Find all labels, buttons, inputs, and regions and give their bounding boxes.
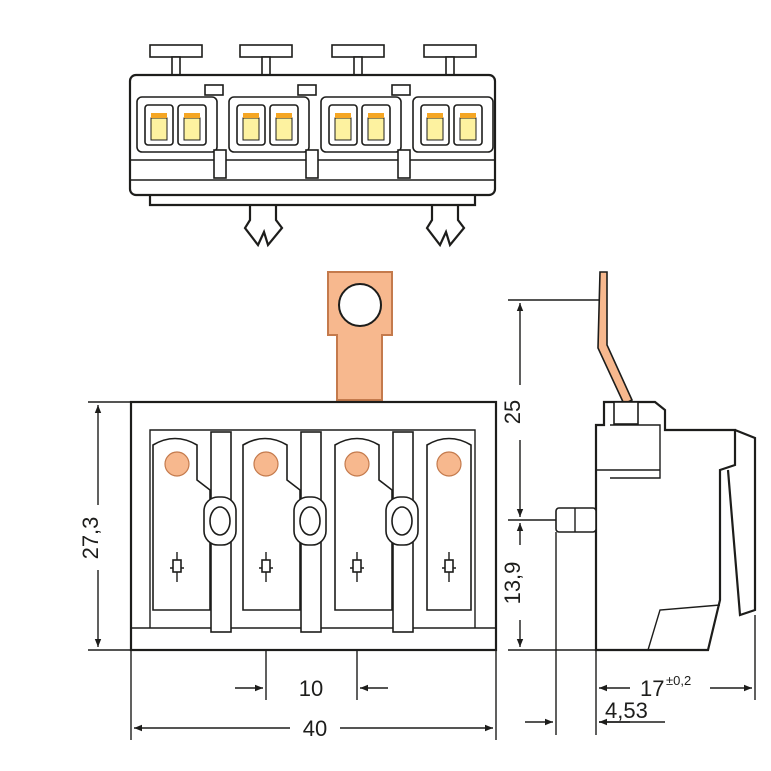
lever-tabs [149, 44, 477, 76]
side-view [555, 271, 757, 652]
dim-width-total: 40 [303, 716, 327, 741]
dim-pitch: 10 [299, 676, 323, 701]
copper-dots [164, 451, 462, 477]
dim-pin-offset: 4,53 [605, 698, 648, 723]
clamp-pockets [136, 96, 494, 153]
dim-lever-height: 25 [500, 400, 525, 424]
top-view [128, 44, 497, 248]
copper-tab [327, 271, 393, 401]
side-pin [555, 507, 597, 533]
release-openings [203, 496, 419, 546]
terminal-slots [152, 431, 472, 633]
dimension-labels: 27,3 25 13,9 10 40 17 ±0,2 4,53 [78, 400, 691, 741]
front-view [129, 271, 498, 652]
dim-lower-height: 13,9 [500, 562, 525, 605]
side-lever [597, 271, 634, 406]
dim-depth: 17 [640, 676, 664, 701]
snap-feet [243, 205, 466, 248]
side-housing [594, 400, 737, 652]
pin-symbols [170, 552, 456, 582]
dim-depth-tolerance: ±0,2 [666, 673, 691, 688]
dim-height-total: 27,3 [78, 517, 103, 560]
dimension-lines [88, 299, 756, 740]
